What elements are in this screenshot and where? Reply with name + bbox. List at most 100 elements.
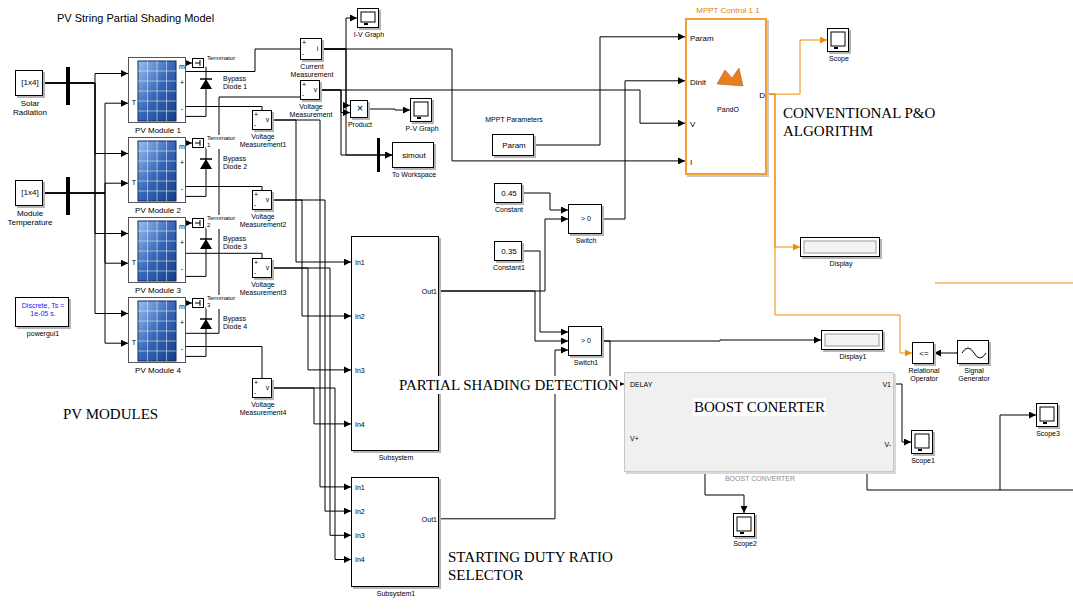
simulink-block: Bypass Diode 2 <box>198 147 214 181</box>
icon-shape <box>138 331 176 332</box>
signal-wire <box>186 223 192 225</box>
signal-wire <box>43 83 128 154</box>
text-holder: v <box>264 196 271 214</box>
port-label: + <box>254 191 258 199</box>
text-holder: V- <box>865 441 891 459</box>
text-holder: Voltage Measurement4 <box>238 401 288 419</box>
mux-bar <box>66 67 70 105</box>
port-label: v <box>266 264 270 272</box>
simulink-block: Bypass Diode 4 <box>198 307 214 341</box>
simulink-block: DELAYV+V1V-BOOST CONVERTER <box>624 372 894 472</box>
icon-shape <box>962 348 986 358</box>
simulink-block: 0.35Constant1 <box>494 241 522 261</box>
port-label: > 0 <box>581 337 591 345</box>
signal-wire <box>322 49 685 161</box>
port-label: In3 <box>355 367 365 375</box>
simulink-block: +-vVoltage Measurement3 <box>252 258 272 278</box>
port-label: v <box>266 116 270 124</box>
text-holder: Display1 <box>823 353 883 371</box>
block-icon <box>192 138 204 148</box>
block-name: I-V Graph <box>353 31 385 39</box>
text-holder: Voltage Measurement3 <box>238 281 288 299</box>
block-name: Subsystem1 <box>376 590 417 598</box>
text-holder: m <box>178 303 186 321</box>
mux-bar <box>66 177 70 215</box>
port-label: I <box>690 158 692 167</box>
block-name: PV Module 2 <box>134 206 182 215</box>
block-icon <box>828 29 850 53</box>
text-holder: T <box>130 179 138 197</box>
signal-wire <box>935 283 1073 284</box>
block-name: Scope2 <box>732 540 758 548</box>
block-icon <box>129 58 187 124</box>
block-name: Terminator3 <box>206 295 238 309</box>
icon-shape <box>138 271 176 272</box>
simulink-block: Discrete, Ts = 1e-05 s.powergui1 <box>15 297 69 327</box>
block-name: P-V Graph <box>404 125 439 133</box>
icon-shape <box>200 318 212 320</box>
simulink-block: +-vVoltage Measurement <box>300 80 320 100</box>
text-holder: Constant1 <box>479 264 539 282</box>
simulink-block: PV Module 2m+T- <box>128 137 186 203</box>
simulink-block: 0.45Constant <box>494 183 522 203</box>
text-holder: Signal Generator <box>950 367 998 385</box>
text-holder: Display <box>811 260 871 278</box>
port-label: v <box>266 384 270 392</box>
simulink-block: In1In2In3In4Out1Subsystem <box>351 236 439 451</box>
icon-shape <box>834 47 838 49</box>
block-name: Scope <box>828 55 850 63</box>
text-holder: In2 <box>355 313 385 331</box>
text-holder: > 0 <box>575 337 597 355</box>
port-label: PandO <box>717 106 739 114</box>
text-holder: MPPT Control 1 1 <box>677 6 779 24</box>
text-holder: Terminator <box>206 55 238 73</box>
simulink-block: Bypass Diode 1 <box>198 67 214 101</box>
port-label: In2 <box>355 313 365 321</box>
block-name: Bypass Diode 3 <box>222 235 262 251</box>
simulink-block: Bypass Diode 3 <box>198 227 214 261</box>
block-icon <box>192 298 204 308</box>
text-holder: I <box>690 158 710 176</box>
icon-shape <box>138 171 176 172</box>
port-label: T <box>132 259 136 267</box>
text-holder: Solar Radiation <box>8 99 52 117</box>
icon-shape <box>737 517 751 531</box>
signal-wire <box>272 120 351 487</box>
signal-wire <box>934 352 957 353</box>
block-name: Display1 <box>839 353 868 361</box>
icon-shape <box>138 81 176 82</box>
text-holder: Scope3 <box>1018 430 1073 448</box>
port-label: v <box>314 86 318 94</box>
simulink-block: simoutTo Workspace <box>392 142 434 168</box>
icon-shape <box>138 241 176 242</box>
block-name: Voltage Measurement2 <box>238 213 288 229</box>
port-label: - <box>254 389 256 397</box>
text-holder: 0.35 <box>495 247 523 265</box>
simulink-block: ×Product <box>350 100 368 118</box>
port-label: - <box>181 345 183 353</box>
icon-shape <box>918 449 922 451</box>
text-holder: To Workspace <box>384 171 444 189</box>
text-holder: Scope2 <box>715 540 775 558</box>
block-name: Current Measurement <box>287 63 337 79</box>
signal-wire <box>186 143 192 145</box>
icon-shape <box>200 78 212 80</box>
block-name: Product <box>347 121 373 129</box>
text-holder: Voltage Measurement1 <box>238 133 288 151</box>
block-name: Constant <box>494 206 524 214</box>
text-holder: T <box>130 99 138 117</box>
port-label: + <box>302 81 306 89</box>
port-label: > 0 <box>581 215 591 223</box>
signal-wire <box>272 200 351 511</box>
text-holder: Dinit <box>690 78 730 96</box>
signal-wire <box>186 181 206 196</box>
text-holder: <= <box>913 349 935 367</box>
simulink-block: PV Module 4m+T- <box>128 297 186 363</box>
text-holder: Voltage Measurement2 <box>238 213 288 231</box>
port-label: [1x4] <box>21 188 38 197</box>
port-label: Param <box>502 141 526 150</box>
port-label: <= <box>919 349 928 358</box>
icon-shape <box>195 223 200 224</box>
text-holder: Subsystem <box>352 454 440 472</box>
text-holder: Product <box>330 121 390 139</box>
